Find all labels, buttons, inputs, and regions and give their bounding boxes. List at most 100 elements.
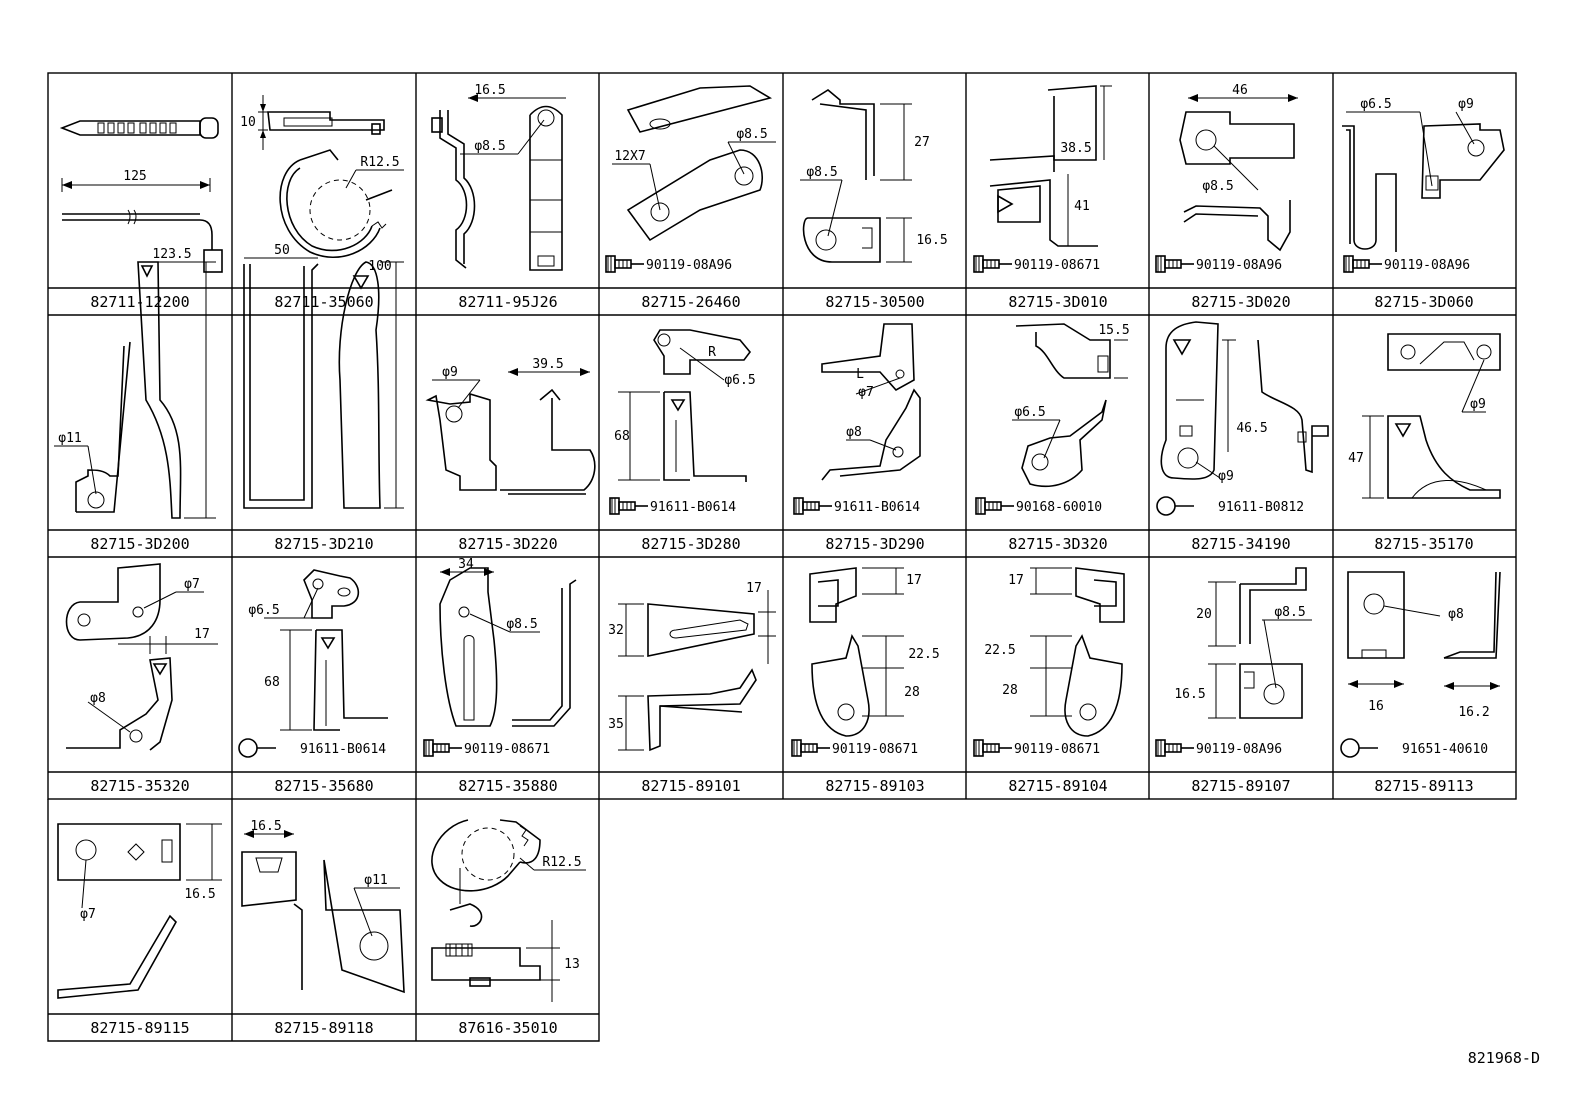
dim-label: φ11 (58, 431, 81, 446)
dim-label: 16 (1368, 699, 1384, 714)
dim-label: 32 (608, 623, 624, 638)
dim-label: 16.5 (916, 233, 947, 248)
part-number: 82715-3D220 (458, 535, 557, 553)
part-number: 82715-89118 (274, 1019, 373, 1037)
dim-label: φ6.5 (1014, 405, 1045, 420)
dim-label: 28 (904, 685, 920, 700)
dim-label: 12X7 (614, 149, 645, 164)
cell-82715-26460: 12X7 φ8.5 90119-08A96 (605, 85, 776, 273)
bolt-number: 90119-08671 (1014, 742, 1100, 757)
dim-label: 28 (1002, 683, 1018, 698)
dim-label: 50 (274, 243, 290, 258)
cell-82715-89115: φ7 16.5 (57, 823, 222, 999)
part-number: 82715-3D200 (90, 535, 189, 553)
dim-label: φ9 (1218, 469, 1234, 484)
part-number: 82715-3D010 (1008, 293, 1107, 311)
bolt-number: 90168-60010 (1016, 500, 1102, 515)
dim-label: φ8.5 (1202, 179, 1233, 194)
part-number: 82715-89103 (825, 777, 924, 795)
dim-label: L (856, 367, 864, 382)
cell-82715-34190: 46.5 φ9 91611-B0812 (1156, 321, 1329, 516)
dim-label: 68 (614, 429, 630, 444)
cell-82715-3D320: 15.5 φ6.5 90168-60010 (975, 323, 1130, 515)
part-number: 82715-26460 (641, 293, 740, 311)
dim-label: φ8.5 (506, 617, 537, 632)
part-number: 82715-3D290 (825, 535, 924, 553)
dim-label: φ8.5 (806, 165, 837, 180)
bolt-number: 91611-B0812 (1218, 500, 1304, 515)
dim-label: R12.5 (542, 855, 581, 870)
cell-82711-12200: 125 (59, 117, 223, 273)
bolt-number: 91611-B0614 (650, 500, 736, 515)
dim-label: φ8.5 (1274, 605, 1305, 620)
part-number: 82715-89107 (1191, 777, 1290, 795)
dim-label: 34 (458, 557, 474, 572)
dim-label: 17 (194, 627, 210, 642)
dim-label: 39.5 (532, 357, 563, 372)
cell-82715-35320: φ7 17 φ8 (65, 563, 218, 751)
cell-82715-3D200: 123.5 φ11 (54, 247, 216, 519)
part-number: 82715-89104 (1008, 777, 1107, 795)
dim-label: φ9 (1458, 97, 1474, 112)
part-number: 82715-35680 (274, 777, 373, 795)
dim-label: 16.2 (1458, 705, 1489, 720)
cell-82715-89107: 20 φ8.5 16.5 90119-08A96 (1155, 567, 1312, 757)
dim-label: 125 (123, 169, 146, 184)
dim-label: R12.5 (360, 155, 399, 170)
dim-label: R (708, 345, 716, 360)
dim-label: φ9 (1470, 397, 1486, 412)
cell-87616-35010: R12.5 13 (431, 819, 586, 1002)
part-number: 82715-35880 (458, 777, 557, 795)
dim-label: φ7 (184, 577, 200, 592)
bolt-number: 90119-08671 (464, 742, 550, 757)
dim-label: 27 (914, 135, 930, 150)
cell-82715-3D210: 50 100 (243, 243, 404, 509)
cell-82715-3D020: 46 φ8.5 90119-08A96 (1155, 83, 1298, 273)
part-number-labels: 82711-12200 82711-35060 82711-95J26 8271… (90, 293, 1540, 1067)
cell-82715-89101: 32 17 35 (608, 581, 776, 752)
part-number: 82715-3D210 (274, 535, 373, 553)
dim-label: 20 (1196, 607, 1212, 622)
dim-label: 16.5 (1174, 687, 1205, 702)
cell-82715-3D280: R φ6.5 68 91611-B0614 (609, 329, 756, 515)
part-number: 82715-89101 (641, 777, 740, 795)
dim-label: φ8 (846, 425, 862, 440)
dim-label: 46 (1232, 83, 1248, 98)
dim-label: 47 (1348, 451, 1364, 466)
dim-label: 100 (368, 259, 391, 274)
part-number: 82715-35170 (1374, 535, 1473, 553)
cell-82711-95J26: 16.5 φ8.5 (431, 83, 566, 271)
bolt-number: 90119-08A96 (646, 258, 732, 273)
cell-82715-3D010: 38.5 41 90119-08671 (973, 85, 1112, 273)
dim-label: φ8 (1448, 607, 1464, 622)
dim-label: φ8.5 (474, 139, 505, 154)
dim-label: 123.5 (152, 247, 191, 262)
dim-label: 17 (1008, 573, 1024, 588)
part-number: 82715-35320 (90, 777, 189, 795)
dim-label: 10 (240, 115, 256, 130)
diagram-code: 821968-D (1468, 1049, 1540, 1067)
cell-82715-3D220: 39.5 φ9 (425, 357, 596, 495)
part-number: 82715-3D280 (641, 535, 740, 553)
cell-82715-35880: 34 φ8.5 90119-08671 (423, 557, 577, 757)
cell-82715-89118: 16.5 φ11 (241, 819, 405, 994)
dim-label: 35 (608, 717, 624, 732)
bolt-number: 90119-08A96 (1196, 258, 1282, 273)
cell-82715-89103: 17 22.5 28 90119-08671 (791, 567, 940, 757)
part-number: 82715-34190 (1191, 535, 1290, 553)
cell-82715-35680: φ6.5 68 91611-B0614 (238, 569, 388, 758)
part-number: 82715-89113 (1374, 777, 1473, 795)
dim-label: 22.5 (984, 643, 1015, 658)
dim-label: φ6.5 (1360, 97, 1391, 112)
dim-label: 68 (264, 675, 280, 690)
dim-label: φ9 (442, 365, 458, 380)
part-number: 82711-95J26 (458, 293, 557, 311)
dim-label: φ8 (90, 691, 106, 706)
dim-label: 13 (564, 957, 580, 972)
part-number: 87616-35010 (458, 1019, 557, 1037)
bolt-number: 90119-08671 (1014, 258, 1100, 273)
dim-label: 16.5 (474, 83, 505, 98)
part-number: 82715-3D320 (1008, 535, 1107, 553)
dim-label: 15.5 (1098, 323, 1129, 338)
part-number: 82715-89115 (90, 1019, 189, 1037)
